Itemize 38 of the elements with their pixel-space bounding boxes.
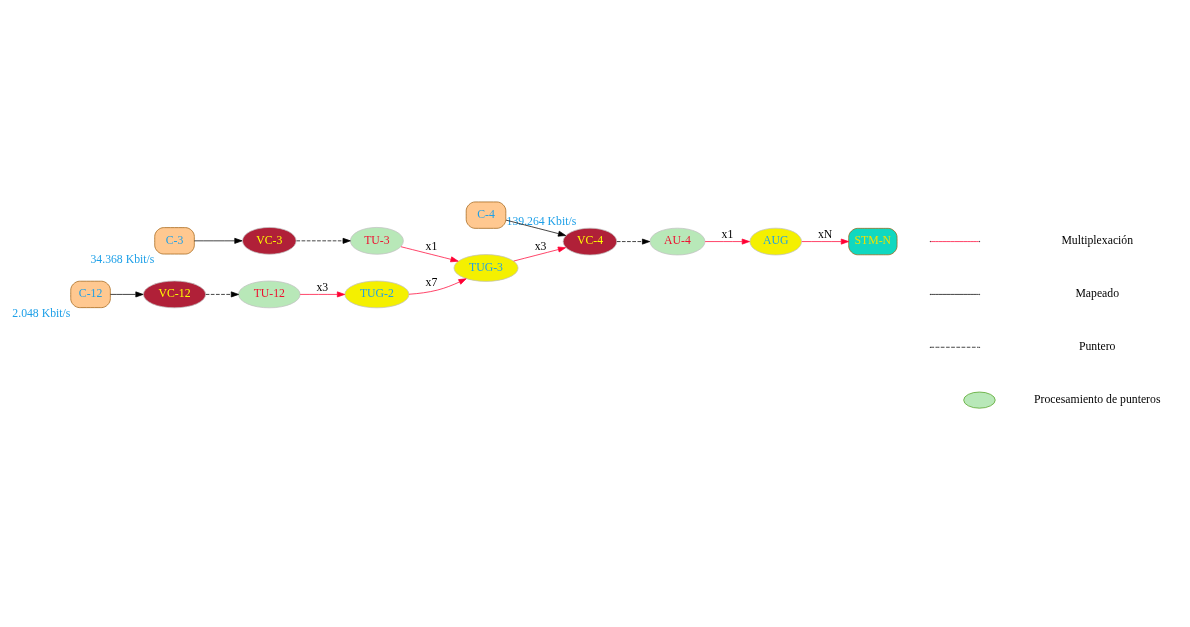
node-ellipse: VC-12 [143,280,206,309]
legend-label: Puntero [1078,340,1116,354]
node-label: 139.264 Kbit/s [506,214,577,228]
node-ellipse: TU-12 [238,280,301,309]
arrow [400,246,459,263]
node-ellipse: TUG-3 [453,254,519,282]
node-label: 34.368 Kbit/s [90,253,155,267]
node-box: C-4 [465,201,507,229]
arrow [299,291,346,298]
node-ellipse: AU-4 [649,227,706,256]
node-label: 2.048 Kbit/s [12,307,71,321]
arrow [110,291,144,298]
edge-label: xN [817,227,833,241]
arrow [194,237,243,244]
arrow [616,238,651,245]
node-box: STM-N [848,228,898,256]
arrow [704,238,750,245]
arrow [505,219,567,237]
node-ellipse: VC-3 [242,227,297,255]
arrow [801,238,849,245]
node-ellipse: VC-4 [562,227,618,256]
edge-label: x3 [534,239,547,253]
legend-label: Multiplexación [1061,234,1134,248]
arrow [205,291,239,298]
arrow [296,237,351,244]
node-box: C-3 [154,227,195,255]
arrow [513,246,566,262]
edge-label: x1 [721,227,734,241]
legend-label: Procesamiento de punteros [1034,392,1161,406]
edge-label: x7 [425,276,438,290]
node-ellipse: TU-3 [350,227,404,255]
node-ellipse: TUG-2 [344,280,410,309]
edge-label: x3 [316,280,329,294]
node-box: C-12 [70,280,111,308]
node-ellipse: AUG [749,227,802,256]
arrow [408,278,467,295]
legend-label: Mapeado [1075,287,1120,301]
edge-label: x1 [425,240,438,254]
